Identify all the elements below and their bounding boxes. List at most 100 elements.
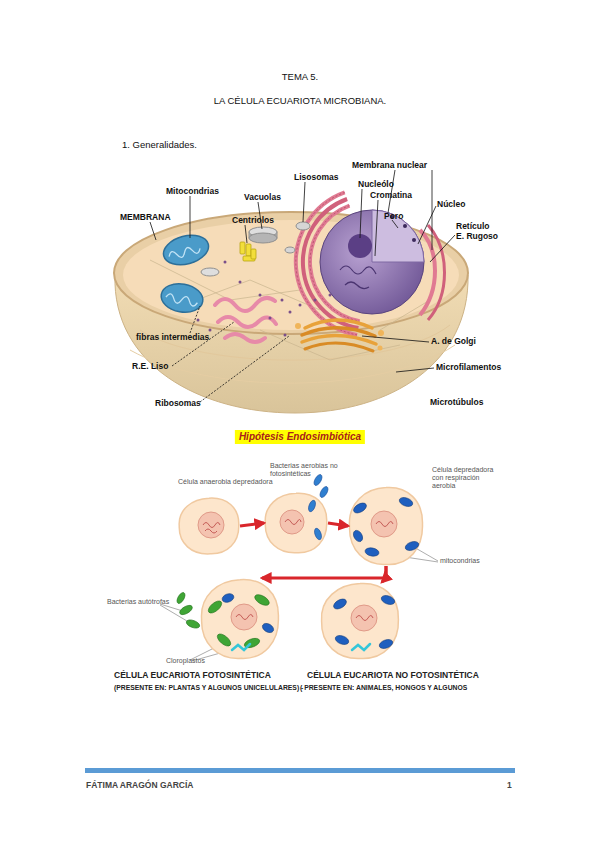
red-arrow (240, 523, 264, 526)
cell-caption: CÉLULA EUCARIOTA NO FOTOSINTÉTICA (307, 671, 479, 681)
part-label: Retículo E. Rugoso (456, 222, 499, 242)
figure-label: Bacterias autótrofas (107, 598, 169, 606)
cell-caption: Célula depredadora con respiración aerob… (432, 466, 502, 490)
part-label: Núcleo (437, 200, 465, 210)
nucleus (320, 210, 424, 314)
aerobic-bacteria (307, 499, 317, 512)
ribosomes (284, 334, 287, 337)
cell-caption: CÉLULA EUCARIOTA FOTOSINTÉTICA (114, 671, 271, 681)
ribosomes (259, 294, 262, 297)
mitochondria-small (221, 592, 235, 604)
golgi-apparatus (378, 330, 384, 336)
aerobic-bacteria (312, 473, 323, 486)
nucleus-small (280, 510, 304, 534)
vacuoles (285, 247, 295, 253)
smooth-reticulum (215, 298, 275, 311)
part-label: Mitocondrias (166, 187, 219, 197)
centrioles (251, 249, 256, 259)
footer-bar (85, 768, 515, 773)
mitochondria-small (261, 622, 275, 635)
chromatin-small (236, 615, 253, 620)
figure-label: mitocondrias (440, 557, 480, 565)
aerobic-bacteria (318, 485, 329, 498)
ribosomes (197, 261, 332, 337)
cell-shape: Célula depredadora con respiración aerob… (348, 486, 424, 566)
centrioles (240, 242, 245, 254)
red-arrow (382, 566, 386, 582)
chloroplasts (175, 591, 271, 649)
leader-lines (396, 368, 434, 372)
mitochondria (160, 231, 212, 270)
part-label: Membrana nuclear (352, 161, 427, 171)
vacuoles (201, 222, 310, 276)
leader-lines (303, 182, 305, 222)
page-number: 1 (507, 781, 512, 791)
cell-outline (200, 578, 280, 660)
chromatin-small (376, 522, 393, 527)
chloroplasts (185, 618, 201, 629)
mitochondria (165, 293, 198, 306)
leader-lines (362, 336, 429, 342)
figure-label: Cloroplastos (166, 657, 205, 665)
mitochondria-small (334, 634, 350, 646)
ribosomes (224, 261, 227, 264)
cell-outline (348, 486, 424, 566)
mitochondria-small (404, 540, 420, 552)
endosymbiosis-leader-lines (160, 604, 186, 612)
leader-lines (418, 206, 436, 244)
cell-outline (349, 487, 422, 564)
nucleus-small (198, 510, 397, 631)
leader-lines (172, 322, 234, 366)
part-label: Centriolos (232, 216, 274, 226)
ribosomes (269, 317, 272, 320)
part-label: Lisosomas (294, 173, 338, 183)
nucleus-small (231, 604, 257, 630)
part-label: Poro (384, 212, 403, 222)
reticulum-small (232, 644, 250, 650)
nucleus (340, 266, 376, 274)
golgi-apparatus (295, 323, 301, 329)
mitochondria-small (221, 496, 420, 650)
part-label: fibras intermedias (136, 333, 209, 343)
chloroplasts (253, 593, 271, 608)
ribosomes (281, 299, 284, 302)
cell-outline (320, 582, 400, 660)
cell-outline (178, 497, 240, 555)
mitochondria-small (364, 547, 379, 557)
chromatin-small (203, 523, 220, 528)
leader-lines (190, 306, 200, 333)
chloroplasts (175, 591, 186, 604)
endosymbiosis-leader-lines (160, 605, 192, 624)
chloroplasts (178, 603, 194, 616)
highlight-heading: Hipótesis Endosimbiótica (235, 430, 365, 444)
nucleus (412, 238, 416, 242)
mitochondria-small (398, 496, 414, 508)
golgi-apparatus (305, 343, 373, 351)
mitochondria-small (380, 594, 396, 606)
mitochondria-small (352, 529, 365, 543)
ribosomes (314, 299, 317, 302)
chloroplasts (243, 637, 261, 650)
leader-lines (392, 220, 398, 228)
cell-body (140, 325, 450, 360)
smooth-reticulum (215, 298, 276, 342)
section-heading: 1. Generalidades. (122, 140, 197, 151)
nucleus (403, 224, 407, 228)
leader-lines (432, 170, 433, 250)
part-label: Microfilamentos (436, 363, 501, 373)
nucleus-small (351, 605, 377, 631)
cell-note: (PRESENTE EN: PLANTAS Y ALGUNOS UNICELUL… (114, 684, 303, 692)
endoplasmic-reticulum-rough (428, 225, 445, 320)
leader-lines (245, 225, 247, 243)
golgi-apparatus (295, 320, 384, 351)
centrioles (240, 242, 256, 261)
cell-outline (179, 498, 239, 554)
leader-lines (150, 170, 455, 402)
ribosomes (197, 319, 200, 322)
aerobic-bacteria (307, 473, 329, 540)
nucleus-small (198, 512, 224, 538)
